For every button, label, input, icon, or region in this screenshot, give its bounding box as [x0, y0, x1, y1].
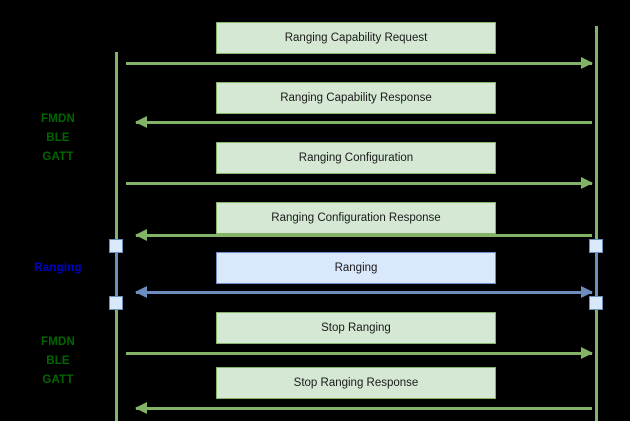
message-box-ranging-configuration: Ranging Configuration [216, 142, 496, 174]
message-arrow-stop-ranging [126, 347, 593, 359]
arrow-head-right-icon [581, 347, 593, 359]
activation-marker-right-start [589, 239, 603, 253]
activation-marker-left-end [109, 296, 123, 310]
message-arrow-ranging-reverse [135, 286, 592, 298]
message-box-ranging-capability-request: Ranging Capability Request [216, 22, 496, 54]
arrow-shaft [126, 352, 592, 355]
right-lifeline-ranging [595, 246, 598, 303]
phase-label-ranging: Ranging [34, 262, 82, 274]
message-arrow-ranging-capability-response [135, 116, 592, 128]
message-box-ranging-capability-response: Ranging Capability Response [216, 82, 496, 114]
message-arrow-ranging-configuration [126, 177, 593, 189]
arrow-head-right-icon [581, 177, 593, 189]
arrow-head-left-icon [135, 286, 147, 298]
left-lifeline-upper [115, 52, 118, 246]
message-box-stop-ranging-response: Stop Ranging Response [216, 367, 496, 399]
message-arrow-ranging-capability-request [126, 57, 593, 69]
phase-label-fmdn-ble-gatt-bottom: FMDN BLE GATT [40, 336, 75, 386]
activation-marker-left-start [109, 239, 123, 253]
phase-label-fmdn-ble-gatt-top: FMDN BLE GATT [40, 113, 75, 163]
arrow-shaft [136, 291, 592, 294]
arrow-head-right-icon [581, 57, 593, 69]
arrow-shaft [126, 182, 592, 185]
message-box-ranging-configuration-response: Ranging Configuration Response [216, 202, 496, 234]
right-lifeline-upper [595, 26, 598, 246]
arrow-shaft [136, 407, 592, 410]
arrow-head-left-icon [135, 229, 147, 241]
arrow-head-left-icon [135, 402, 147, 414]
right-lifeline-lower [595, 303, 598, 421]
message-arrow-stop-ranging-response [135, 402, 592, 414]
arrow-shaft [136, 121, 592, 124]
message-box-stop-ranging: Stop Ranging [216, 312, 496, 344]
left-lifeline-ranging [115, 246, 118, 303]
message-arrow-ranging-configuration-response [135, 229, 592, 241]
left-lifeline-lower [115, 303, 118, 421]
message-box-ranging: Ranging [216, 252, 496, 284]
activation-marker-right-end [589, 296, 603, 310]
arrow-shaft [136, 234, 592, 237]
arrow-shaft [126, 62, 592, 65]
arrow-head-left-icon [135, 116, 147, 128]
